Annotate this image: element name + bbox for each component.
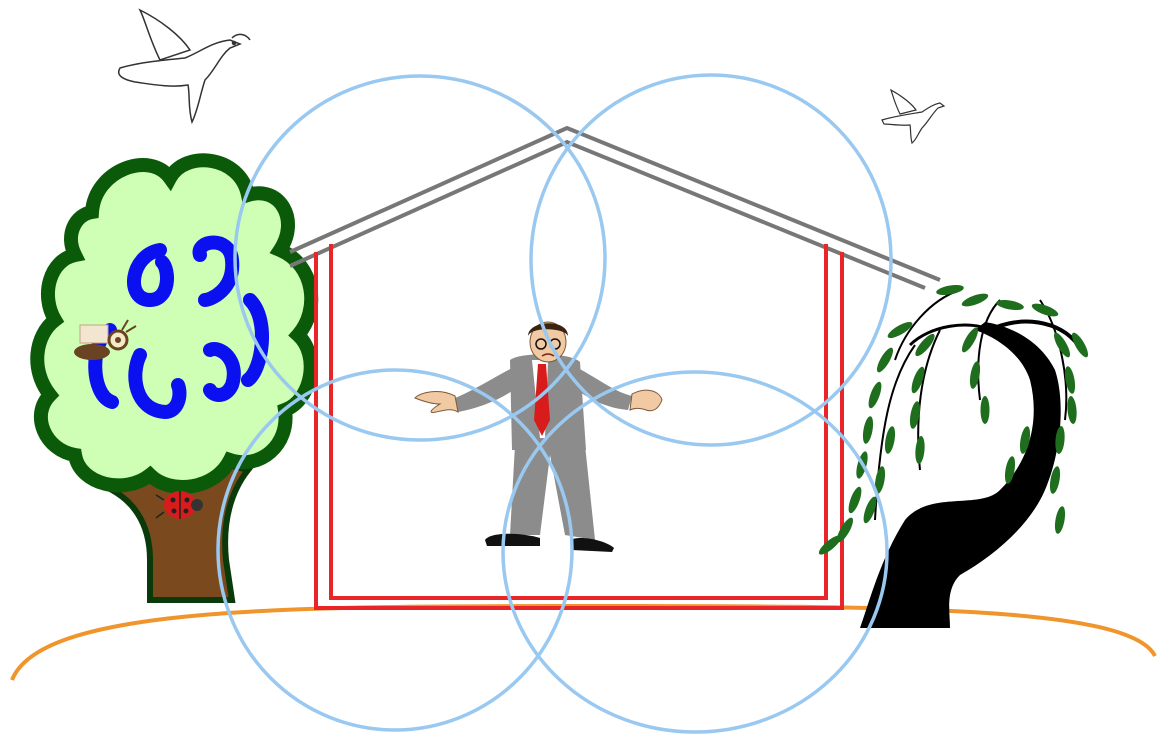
willow-leaf (1067, 396, 1077, 424)
willow-leaf (887, 321, 913, 339)
willow-leaf (848, 486, 862, 514)
willow-leaf (909, 401, 921, 429)
willow-leaf (915, 436, 925, 464)
ladybug-icon (155, 491, 203, 519)
willow-leaf (1055, 426, 1065, 454)
tree-canopy (30, 153, 319, 494)
willow-leaf (863, 496, 877, 524)
dove-icon (118, 8, 251, 125)
tree-icon (30, 153, 319, 603)
willow-leaf (1019, 426, 1031, 454)
willow-leaf (980, 396, 990, 424)
willow-leaf (818, 535, 842, 555)
willow-leaf (1049, 466, 1061, 494)
house-roof (289, 125, 941, 290)
ground-line (10, 603, 1157, 681)
willow-leaf (1071, 332, 1089, 358)
dove-small-icon (881, 88, 946, 145)
willow-leaf (1053, 332, 1071, 358)
willow-leaf (876, 347, 894, 373)
willow-leaf (1031, 303, 1059, 317)
willow-leaf (911, 366, 925, 394)
overlap-circles (216, 73, 893, 734)
willow-trunk (860, 322, 1061, 628)
willow-leaf (884, 426, 896, 454)
willow-leaf (836, 517, 854, 543)
willow-tree-icon (818, 284, 1089, 628)
willow-leaf (868, 381, 882, 409)
willow-leaf (936, 284, 964, 296)
willow-leaf (1004, 456, 1016, 484)
willow-leaf (996, 299, 1024, 311)
willow-leaf (862, 416, 874, 444)
willow-leaf (961, 327, 979, 353)
circle-bottom-right (501, 370, 889, 734)
willow-leaf (1054, 506, 1066, 534)
willow-leaf (915, 333, 935, 357)
tree-trunk (105, 451, 254, 603)
snail-icon (74, 319, 137, 360)
willow-leaf (874, 466, 886, 494)
circle-top-left (233, 74, 607, 442)
circle-top-right (529, 73, 893, 447)
man-icon (414, 321, 663, 552)
willow-leaf (969, 361, 981, 389)
willow-leaf (1064, 366, 1076, 394)
circle-bottom-left (216, 368, 574, 732)
willow-leaf (961, 293, 989, 307)
